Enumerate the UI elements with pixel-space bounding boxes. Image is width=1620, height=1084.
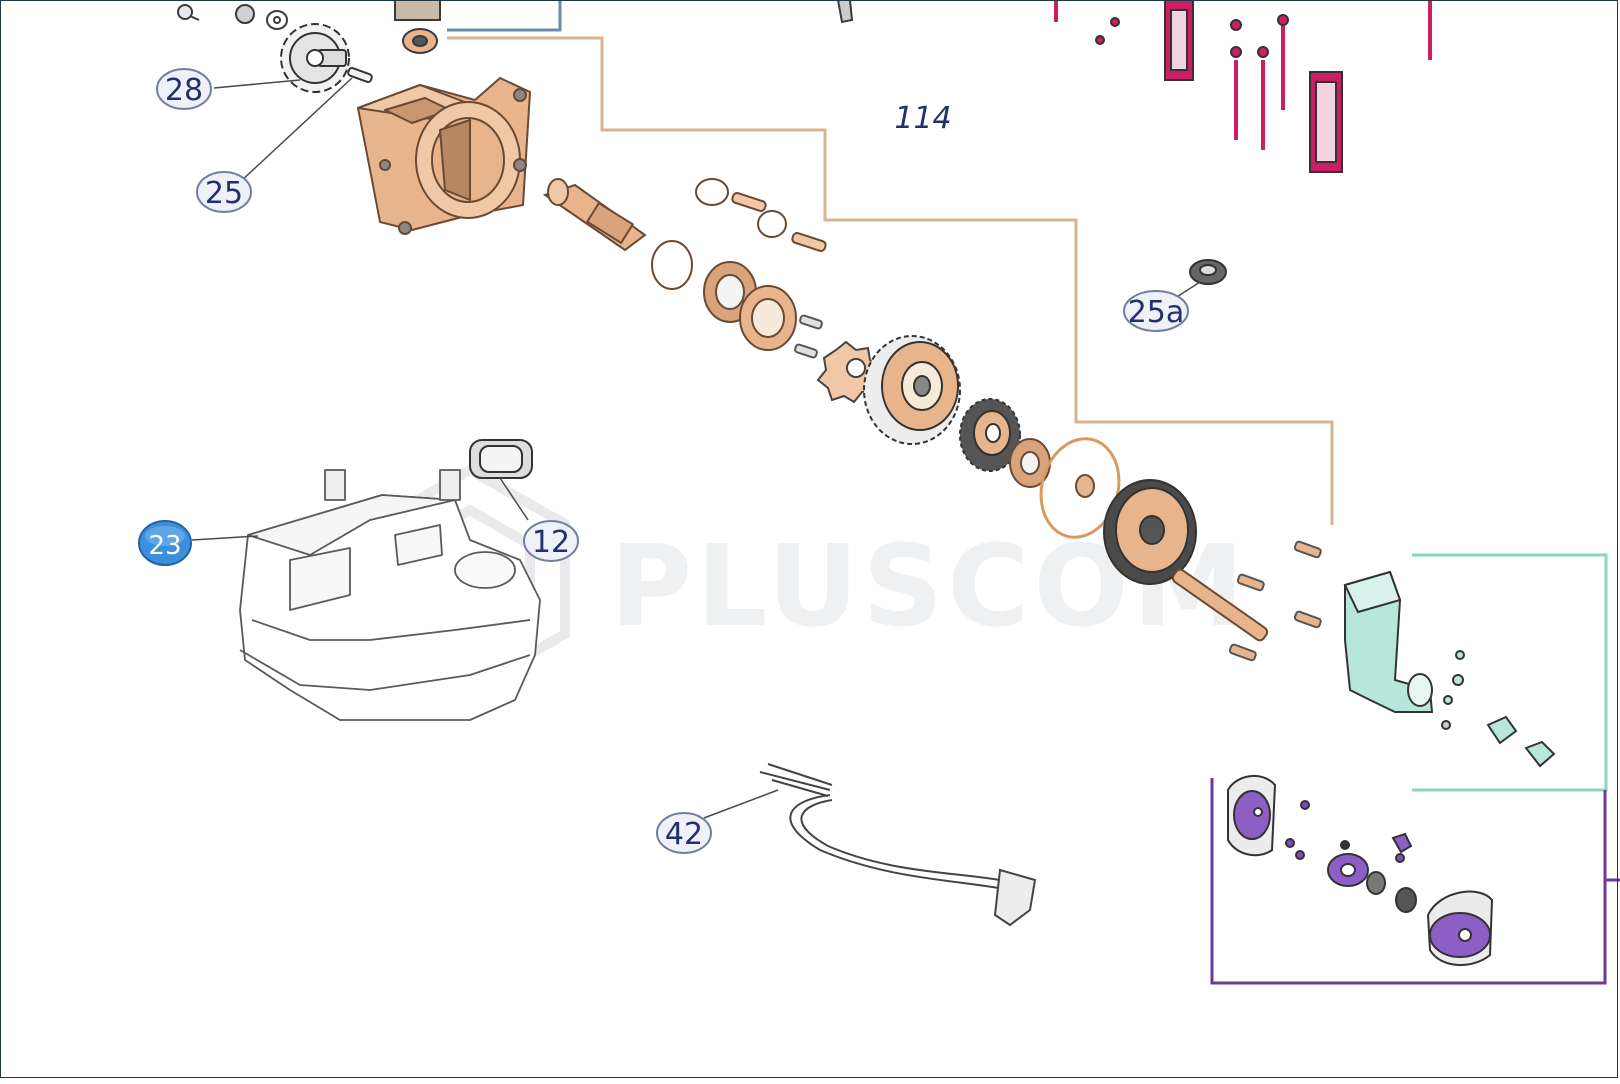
screws-right (1228, 540, 1322, 662)
callout-label: 12 (532, 525, 570, 560)
group-frame-pink (1054, 0, 1432, 60)
power-cable (759, 763, 1037, 927)
gearbox-housing (357, 77, 531, 235)
motor-base-housing (239, 469, 541, 721)
group-label-114: 114 (894, 101, 951, 136)
cover-plate (469, 439, 533, 479)
pin (347, 66, 373, 84)
screws-group-mid (794, 314, 823, 359)
group-frame-purple (1210, 778, 1620, 985)
group-frame-teal (1412, 553, 1608, 792)
pinion-gear (280, 23, 350, 93)
pink-limit-switch-parts (1095, 0, 1343, 173)
callout-25a: 25a (1123, 290, 1189, 332)
callout-25: 25 (196, 171, 252, 213)
callout-42: 42 (656, 812, 712, 854)
secondary-gear (959, 398, 1021, 472)
small-cap-part (1189, 259, 1227, 285)
callout-label: 25a (1128, 295, 1185, 330)
leader-114 (447, 36, 1334, 525)
bearing-2 (739, 285, 797, 351)
top-small-parts (177, 0, 854, 54)
purple-encoder-parts (1227, 775, 1494, 967)
small-pins-set (695, 178, 827, 252)
bearing-1 (703, 261, 757, 323)
callout-label: 42 (665, 817, 703, 852)
teal-motor-mount (1343, 570, 1556, 768)
seal-ring (651, 240, 693, 290)
callout-23: 23 (138, 520, 192, 566)
callout-label: 28 (165, 73, 203, 108)
long-shaft (1171, 568, 1269, 642)
gearbox-cover (1103, 479, 1197, 585)
group-frame-blue (447, 0, 562, 32)
output-shaft (542, 178, 647, 252)
spline-coupler (816, 340, 882, 404)
callout-label: 25 (205, 176, 243, 211)
callout-28: 28 (156, 68, 212, 110)
callout-12: 12 (523, 520, 579, 562)
main-gear (863, 335, 961, 445)
callout-label: 23 (148, 531, 181, 561)
